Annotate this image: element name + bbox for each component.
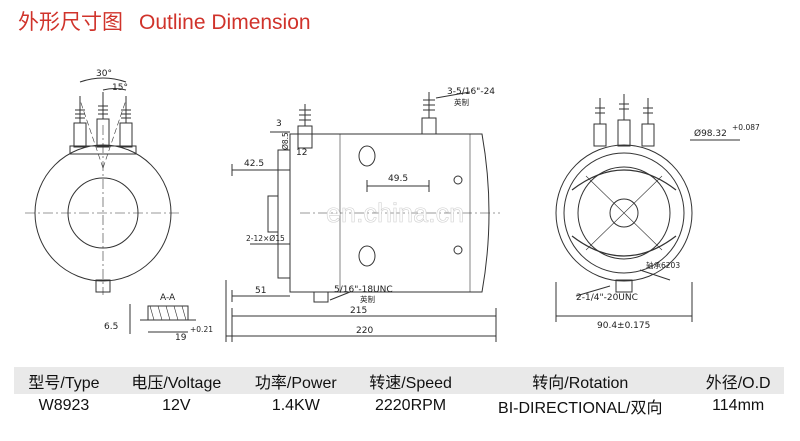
- dim-51-label: 51: [255, 286, 266, 296]
- header-speed: 转速/Speed: [352, 367, 469, 394]
- dim-215-label: 215: [350, 306, 367, 316]
- dim-19-label: 19: [175, 333, 187, 343]
- header-rotation: 转向/Rotation: [468, 367, 693, 394]
- value-voltage: 12V: [162, 397, 191, 414]
- thread-bottom-note: 英制: [360, 294, 375, 304]
- header-od: 外径/O.D: [692, 367, 784, 394]
- value-rotation: BI-DIRECTIONAL/双向: [498, 400, 663, 417]
- value-speed: 2220RPM: [374, 397, 447, 414]
- end-terminals: [593, 94, 655, 147]
- front-terminals: [69, 92, 137, 155]
- slot-top: [358, 145, 376, 167]
- page-title: 外形尺寸图 Outline Dimension: [18, 6, 311, 36]
- header-power: 功率/Power: [238, 367, 353, 394]
- dim-6-5-label: 6.5: [104, 322, 118, 332]
- header-type: 型号/Type: [14, 367, 114, 394]
- side-bottom-terminal: [313, 291, 329, 303]
- watermark-text: en.china.cn: [326, 198, 464, 228]
- spec-header-row: 型号/Type 电压/Voltage 功率/Power 转速/Speed 转向/…: [14, 367, 784, 394]
- mount-flange: [277, 149, 291, 279]
- motor-body: [289, 133, 490, 293]
- dim-220-label: 220: [356, 326, 373, 336]
- thread-top-note: 英制: [454, 97, 469, 107]
- thread-top-label: 3-5/16"-24: [447, 87, 495, 97]
- dim-42-5-label: 42.5: [244, 159, 264, 169]
- front-view: [25, 77, 181, 295]
- end-outer-circle: [555, 144, 693, 282]
- dim-3-label: 3: [276, 119, 282, 129]
- end-view: [555, 94, 740, 322]
- holes-label: 2-12×Ø15: [246, 234, 285, 243]
- end-thread-label: 2-1/4"-20UNC: [576, 293, 638, 303]
- thread-bottom-label: 5/16"-18UNC: [334, 285, 393, 295]
- value-type: W8923: [38, 397, 90, 414]
- angle-30-arc: [79, 77, 127, 83]
- header-voltage: 电压/Voltage: [113, 367, 239, 394]
- end-hub: [609, 198, 639, 228]
- spec-data-row: W8923 12V 1.4KW 2220RPM BI-DIRECTIONAL/双…: [14, 394, 784, 418]
- outline-drawing: 30° 15° 3 12 Ø8.5 42.5 49.5 3-5/16"-24 英…: [25, 69, 760, 343]
- front-bottom-screw: [95, 279, 111, 293]
- dim-small-rotated-label: Ø8.5: [281, 132, 290, 150]
- end-dia-tol-label: +0.087: [732, 123, 760, 132]
- side-view: [225, 91, 500, 342]
- shaft-end: [267, 195, 279, 233]
- spec-table: 型号/Type 电压/Voltage 功率/Power 转速/Speed 转向/…: [14, 367, 784, 418]
- brush-plate: [571, 169, 677, 257]
- title-en: Outline Dimension: [139, 11, 311, 34]
- section-view: [129, 304, 196, 334]
- end-width-label: 90.4±0.175: [597, 321, 650, 331]
- value-od: 114mm: [712, 397, 765, 414]
- side-left-terminal: [297, 104, 313, 149]
- dim-19-tol-label: +0.21: [190, 325, 213, 334]
- angle-15-label: 15°: [112, 83, 128, 93]
- slot-bottom: [358, 245, 376, 267]
- dim-49-5-label: 49.5: [388, 174, 408, 184]
- angle-30-label: 30°: [96, 69, 112, 79]
- side-top-terminal: [421, 92, 437, 135]
- section-label: A-A: [160, 293, 176, 303]
- angle-15-arc: [102, 88, 127, 91]
- end-dia-label: Ø98.32: [694, 128, 727, 139]
- value-power: 1.4KW: [271, 397, 320, 414]
- dim-12-label: 12: [296, 148, 307, 158]
- title-cn: 外形尺寸图: [18, 11, 123, 34]
- bearing-label: 轴承6203: [646, 260, 680, 270]
